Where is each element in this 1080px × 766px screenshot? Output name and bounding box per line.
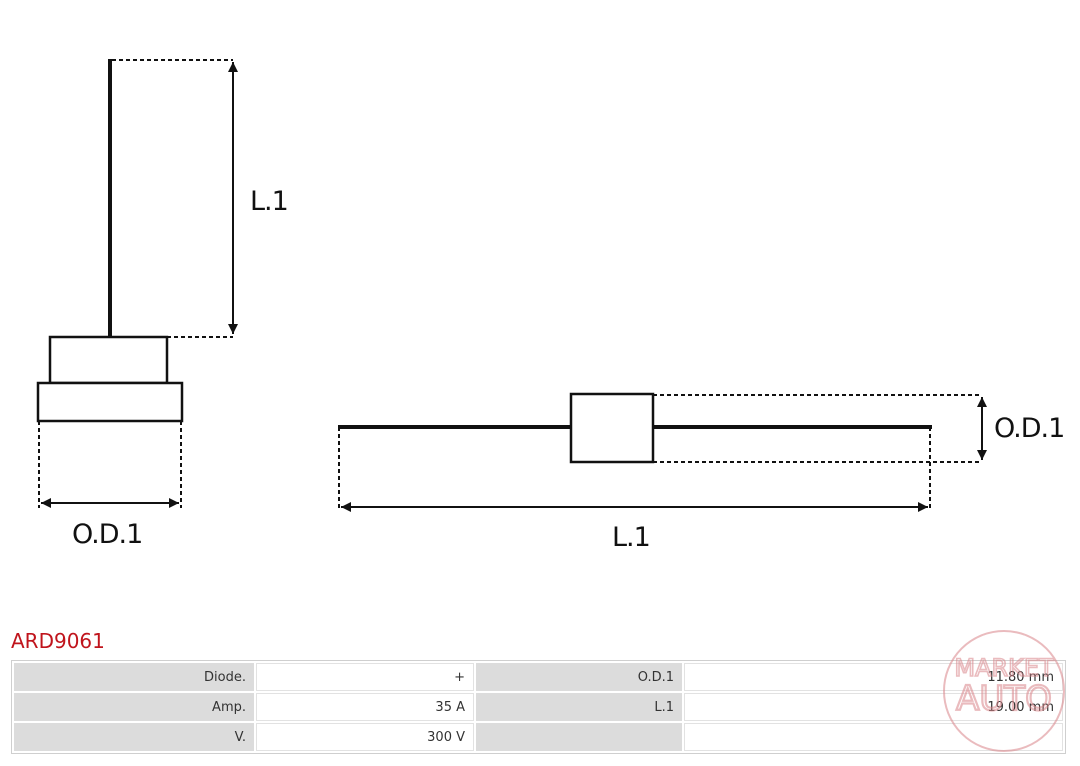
vertical-length-label: L.1 (250, 186, 288, 217)
table-row: Amp. 35 A L.1 19.00 mm (14, 693, 1063, 721)
horizontal-length-label: L.1 (612, 522, 650, 553)
spec-label-diode: Diode. (14, 663, 254, 691)
spec-value-amp: 35 A (256, 693, 474, 721)
spec-value-voltage: 300 V (256, 723, 474, 751)
spec-value-length: 19.00 mm (684, 693, 1063, 721)
diode-dimension-diagram: L.1 O.D.1 O.D.1 L.1 (36, 59, 1065, 553)
horizontal-body (569, 392, 655, 464)
vertical-body-upper (48, 335, 169, 385)
spec-label-empty (476, 723, 682, 751)
spec-label-length: L.1 (476, 693, 682, 721)
svg-text:MARKET: MARKET (954, 654, 1054, 682)
market-auto-watermark-logo: MARKET AUTO (943, 630, 1065, 752)
spec-table: Diode. + O.D.1 11.80 mm Amp. 35 A L.1 19… (11, 660, 1066, 754)
spec-label-amp: Amp. (14, 693, 254, 721)
vertical-od-label: O.D.1 (72, 519, 142, 550)
spec-label-od: O.D.1 (476, 663, 682, 691)
spec-value-diode: + (256, 663, 474, 691)
svg-text:AUTO: AUTO (956, 679, 1052, 719)
horizontal-od-label: O.D.1 (994, 413, 1064, 444)
part-number: ARD9061 (11, 629, 105, 653)
spec-label-voltage: V. (14, 723, 254, 751)
spec-value-empty (684, 723, 1063, 751)
spec-value-od: 11.80 mm (684, 663, 1063, 691)
horizontal-view: O.D.1 L.1 (338, 392, 1065, 553)
table-row: Diode. + O.D.1 11.80 mm (14, 663, 1063, 691)
vertical-body-base (36, 381, 184, 423)
vertical-view: L.1 O.D.1 (36, 59, 289, 550)
table-row: V. 300 V (14, 723, 1063, 751)
